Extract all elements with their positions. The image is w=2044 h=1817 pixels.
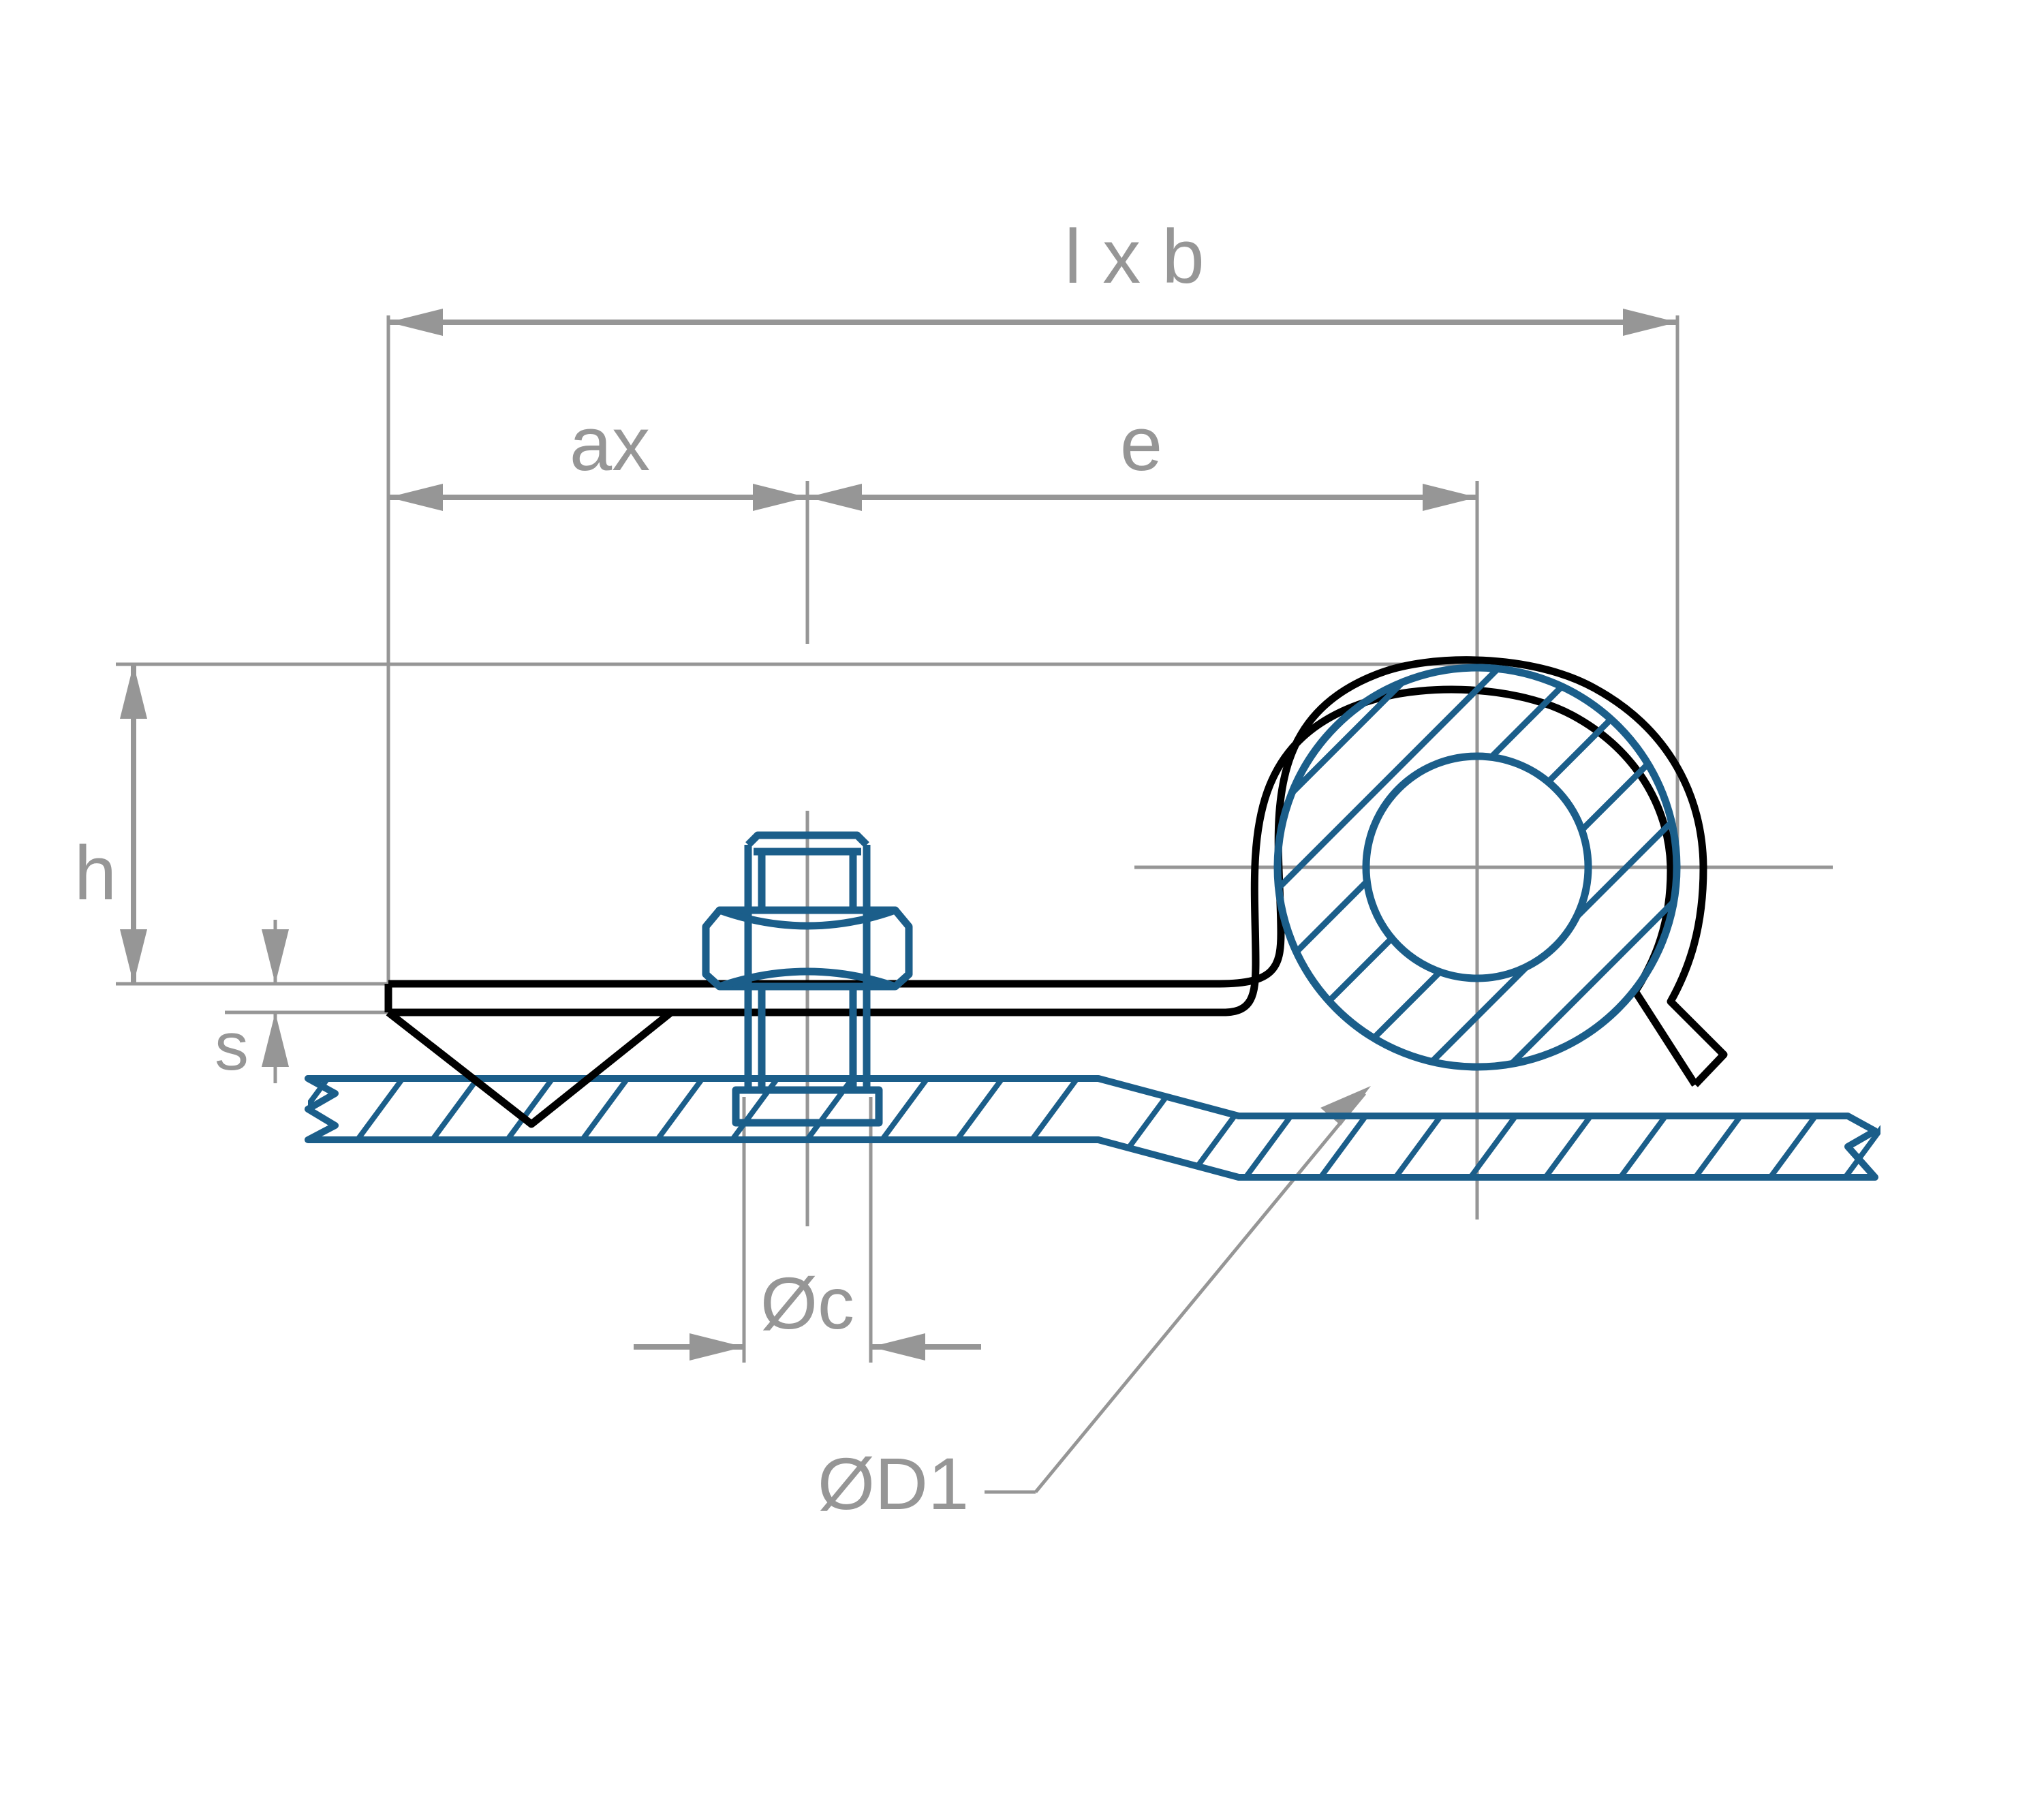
dim-label-e: e: [1120, 401, 1162, 486]
arrowhead-s-top: [262, 929, 289, 984]
arrowhead-h-bottom: [120, 929, 147, 984]
hex-nut-chamfer-arc-bottom: [718, 967, 897, 991]
arrowhead-s-bottom: [262, 1012, 289, 1067]
dim-label-lxb: l x b: [1064, 214, 1204, 299]
stud-chamfer-top: [745, 831, 869, 848]
arrowhead-e-right: [1423, 484, 1477, 511]
arrowhead-oc-right: [871, 1333, 925, 1361]
dim-label-s: s: [215, 1008, 249, 1085]
dimension-labels: l x b ax e h s Øc ØD1: [74, 214, 1205, 1525]
clamp-outer-profile: [388, 656, 1728, 1087]
dim-label-od1: ØD1: [818, 1442, 969, 1525]
plate-outline: [305, 1075, 1878, 1181]
dim-label-h: h: [74, 830, 117, 916]
pipe-outer-circle: [1273, 664, 1681, 1071]
leader-diagonal-od1: [1034, 1092, 1366, 1493]
hex-nut-assembly: [702, 831, 913, 1127]
hex-nut-chamfer-arc-top: [718, 906, 897, 930]
weld-vee-shape: [386, 1009, 674, 1128]
arrowhead-oc-left: [690, 1333, 744, 1361]
arrowhead-e-left: [807, 484, 862, 511]
arrowhead-h-top: [120, 664, 147, 719]
arrowhead-lxb-left: [388, 309, 443, 336]
dimension-layer: [116, 309, 1833, 1494]
arrowhead-lxb-right: [1623, 309, 1677, 336]
plate-hatching-right: [1217, 1116, 1880, 1177]
dim-label-ax: ax: [570, 401, 650, 486]
arrowhead-ax-left: [388, 484, 443, 511]
clamp-inner-profile: [388, 685, 1699, 1087]
bolt-end-block: [732, 1086, 883, 1127]
stud-body: [744, 845, 871, 910]
dim-label-oc: Øc: [760, 1262, 854, 1344]
pipe-inner-bore-circle: [1362, 752, 1592, 982]
arrowhead-ax-right: [753, 484, 807, 511]
clamp-strap: [384, 656, 1728, 1128]
hex-nut-body: [702, 906, 913, 991]
